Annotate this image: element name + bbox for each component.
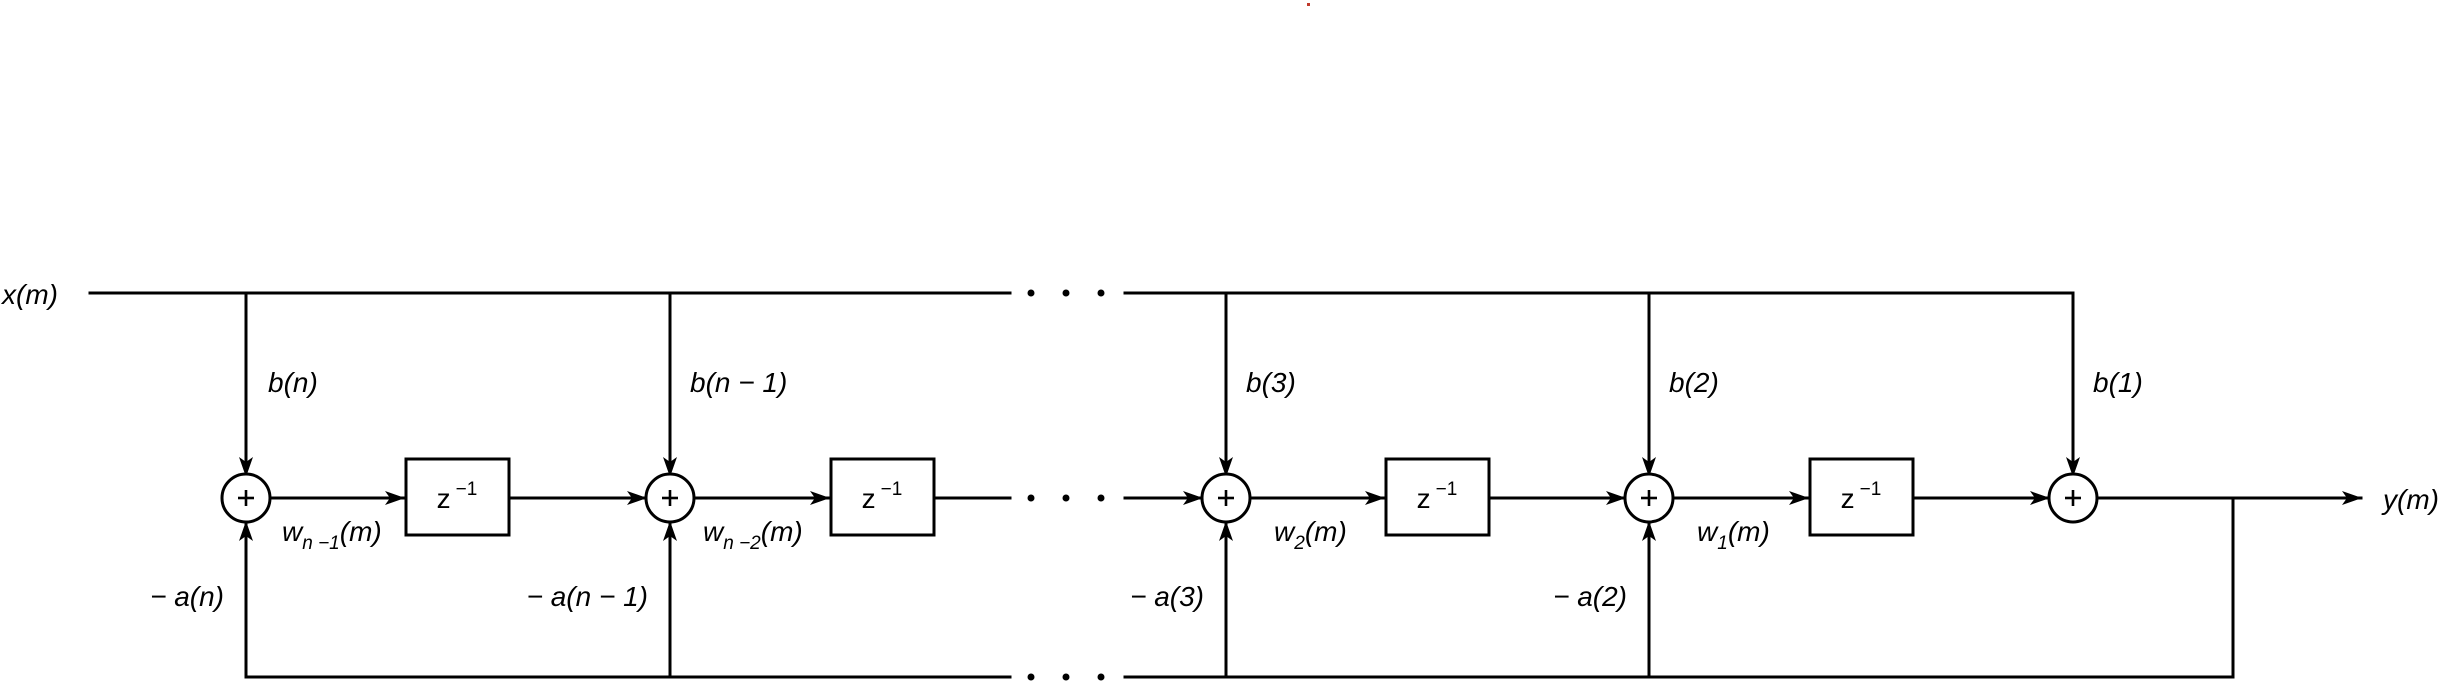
output-label: y(m)	[2381, 484, 2439, 515]
svg-text:z−1: z−1	[1841, 479, 1882, 514]
coef-b-2-label: b(2)	[1669, 367, 1719, 398]
feedforward-labels: b(n) b(n − 1) b(3) b(2) b(1)	[268, 367, 2143, 398]
delay-blocks: z−1 z−1 z−1 z−1	[404, 457, 1915, 537]
summing-junctions	[220, 472, 2099, 524]
summer-2	[644, 472, 696, 524]
feedback-branches	[239, 520, 1656, 679]
summer-1	[220, 472, 272, 524]
state-w-1-label: w1(m)	[1697, 516, 1770, 554]
ellipsis-bottom	[1027, 673, 1105, 681]
coef-b-3-label: b(3)	[1246, 367, 1296, 398]
svg-text:z−1: z−1	[1417, 479, 1458, 514]
coef-b-n-1-label: b(n − 1)	[690, 367, 787, 398]
summer-5	[2047, 472, 2099, 524]
delay-block-3: z−1	[1384, 457, 1491, 537]
summer-4	[1623, 472, 1675, 524]
stray-mark	[1307, 3, 1310, 6]
state-labels: wn −1(m) wn −2(m) w2(m) w1(m)	[282, 516, 1770, 554]
coef-b-1-label: b(1)	[2093, 367, 2143, 398]
coef-a-n-label: − a(n)	[150, 581, 224, 612]
feedforward-branches	[239, 291, 2080, 478]
feedback-bus	[244, 496, 2235, 679]
state-w-n-1-label: wn −1(m)	[282, 516, 382, 554]
state-w-n-2-label: wn −2(m)	[703, 516, 803, 554]
ellipsis-middle	[1027, 494, 1105, 502]
state-w-2-label: w2(m)	[1274, 516, 1347, 554]
svg-text:z−1: z−1	[437, 479, 478, 514]
input-label: x(m)	[0, 279, 58, 310]
delay-block-1: z−1	[404, 457, 511, 537]
coef-b-n-label: b(n)	[268, 367, 318, 398]
summer-3	[1200, 472, 1252, 524]
ellipsis-top	[1027, 289, 1105, 297]
coef-a-n-1-label: − a(n − 1)	[527, 581, 648, 612]
delay-block-2: z−1	[829, 457, 936, 537]
coef-a-2-label: − a(2)	[1553, 581, 1627, 612]
feedback-labels: − a(n) − a(n − 1) − a(3) − a(2)	[150, 581, 1627, 612]
delay-block-4: z−1	[1808, 457, 1915, 537]
ellipsis-dots	[1027, 289, 1105, 681]
coef-a-3-label: − a(3)	[1130, 581, 1204, 612]
svg-text:z−1: z−1	[862, 479, 903, 514]
